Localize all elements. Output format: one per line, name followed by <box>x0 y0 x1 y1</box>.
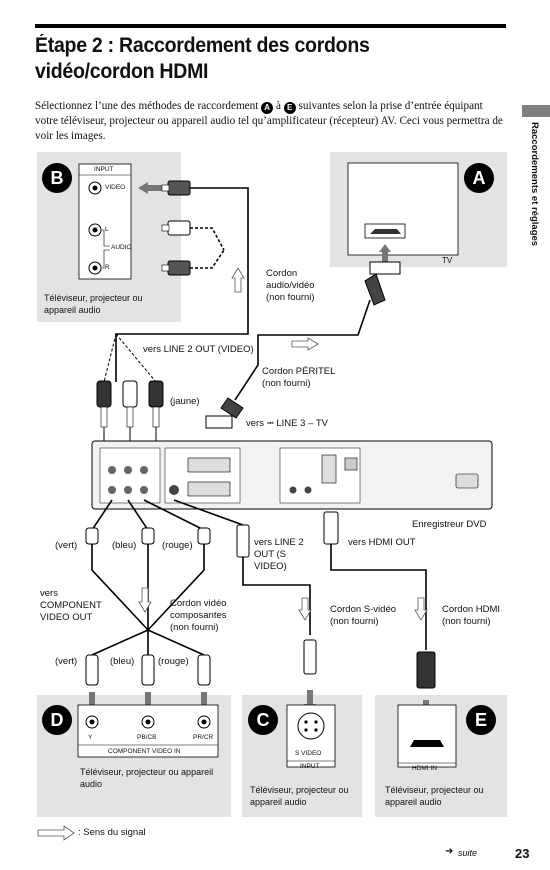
panel-b-jack-plate <box>78 163 132 280</box>
label-cordon-av: Cordon audio/vidéo (non fourni) <box>266 268 315 303</box>
label-cordon-hdmi: Cordon HDMI (non fourni) <box>442 604 501 627</box>
panel-c-svideo-label: S VIDEO <box>295 750 322 757</box>
section-tab-marker <box>522 105 550 117</box>
panel-a-tv <box>347 162 459 256</box>
scart-plug-a <box>364 261 401 306</box>
badge-e-icon: E <box>283 102 296 114</box>
label-line3: vers ⭲ LINE 3 – TV <box>246 418 328 429</box>
signal-arrow-a-right <box>291 337 319 351</box>
panel-b-video-label: VIDEO <box>105 184 126 191</box>
panel-e-caption: Téléviseur, projecteur ou appareil audio <box>385 785 484 807</box>
suite-label: suite <box>458 848 478 858</box>
hdmi-plug-top <box>323 511 339 545</box>
panel-b-r-label: R <box>105 264 110 271</box>
component-plugs-top <box>85 527 211 545</box>
panel-b-audio-label: AUDIO <box>111 244 132 251</box>
title-rule <box>35 24 506 28</box>
label-line2-svideo: vers LINE 2 OUT (S VIDEO) <box>254 537 304 572</box>
panel-d-component-in: COMPONENT VIDEO IN <box>108 748 181 755</box>
badge-c: C <box>248 705 278 735</box>
scart-plug-recorder <box>205 397 244 429</box>
label-vert-bottom: (vert) <box>55 656 78 667</box>
rca-plugs-line2 <box>96 380 164 428</box>
svideo-plug-bottom <box>303 639 317 675</box>
signal-arrow-b-up <box>231 267 245 293</box>
panel-d-jack-plate <box>77 704 219 758</box>
intro-between: à <box>275 100 281 112</box>
intro-after: suivantes selon la prise d’entrée équipa… <box>35 100 503 142</box>
signal-arrow-a <box>379 244 391 262</box>
signal-arrow-hdmi <box>414 597 428 621</box>
badge-a-icon: A <box>261 102 274 114</box>
label-rouge-bottom: (rouge) <box>158 656 189 667</box>
label-jaune: (jaune) <box>170 396 200 407</box>
label-component-out: vers COMPONENT VIDEO OUT <box>40 588 102 623</box>
svideo-plug-top <box>236 524 250 558</box>
panel-b-input-label: INPUT <box>94 166 114 173</box>
badge-d: D <box>42 705 72 735</box>
badge-e: E <box>466 705 496 735</box>
panel-d-pr-label: PR/CR <box>193 734 214 741</box>
panel-d-y-label: Y <box>88 734 93 741</box>
intro-paragraph: Sélectionnez l’une des méthodes de racco… <box>35 99 505 144</box>
rca-plugs-b <box>161 180 191 276</box>
dvd-recorder-rear-panel <box>91 440 493 510</box>
label-vert-top: (vert) <box>55 540 78 551</box>
panel-e-hdmi-in-label: HDMI IN <box>412 765 437 772</box>
panel-d-pb-label: PB/CB <box>137 734 157 741</box>
panel-d-caption: Téléviseur, projecteur ou appareil audio <box>80 767 214 789</box>
suite-arrow-icon: ➜ <box>445 846 454 857</box>
label-peritel: Cordon PÉRITEL (non fourni) <box>262 366 336 389</box>
component-plugs-bottom <box>85 654 211 686</box>
label-rouge-top: (rouge) <box>162 540 193 551</box>
panel-e-jack-plate <box>397 704 457 768</box>
label-recorder: Enregistreur DVD <box>412 519 487 530</box>
legend-text: : Sens du signal <box>78 827 146 838</box>
label-cordon-svideo: Cordon S-vidéo (non fourni) <box>330 604 397 627</box>
hdmi-plug-bottom <box>416 651 436 689</box>
intro-before: Sélectionnez l’une des méthodes de racco… <box>35 100 259 112</box>
badge-b: B <box>42 163 72 193</box>
section-side-label: Raccordements et réglages <box>529 122 540 247</box>
page-number: 23 <box>515 846 530 861</box>
label-bleu-bottom: (bleu) <box>110 656 135 667</box>
signal-arrow-component <box>138 587 152 613</box>
panel-c-jack-plate <box>286 704 336 768</box>
panel-b-l-label: L <box>105 226 109 233</box>
label-cordon-comp: Cordon vidéo composantes (non fourni) <box>170 598 227 633</box>
panel-a-tv-label: TV <box>442 256 453 265</box>
label-hdmi-out: vers HDMI OUT <box>348 537 416 548</box>
panel-c-caption: Téléviseur, projecteur ou appareil audio <box>250 785 349 807</box>
label-bleu-top: (bleu) <box>112 540 137 551</box>
label-line2-video: vers LINE 2 OUT (VIDEO) <box>143 344 254 355</box>
legend-arrow-icon <box>37 825 75 841</box>
signal-arrow-b <box>138 182 163 194</box>
panel-b-caption: Téléviseur, projecteur ou appareil audio <box>44 293 143 315</box>
signal-arrow-svideo <box>298 597 312 621</box>
badge-a: A <box>464 163 494 193</box>
page-title: Étape 2 : Raccordement des cordons vidéo… <box>35 34 370 83</box>
panel-c-input-label: INPUT <box>300 763 320 770</box>
page-footer <box>0 844 550 870</box>
